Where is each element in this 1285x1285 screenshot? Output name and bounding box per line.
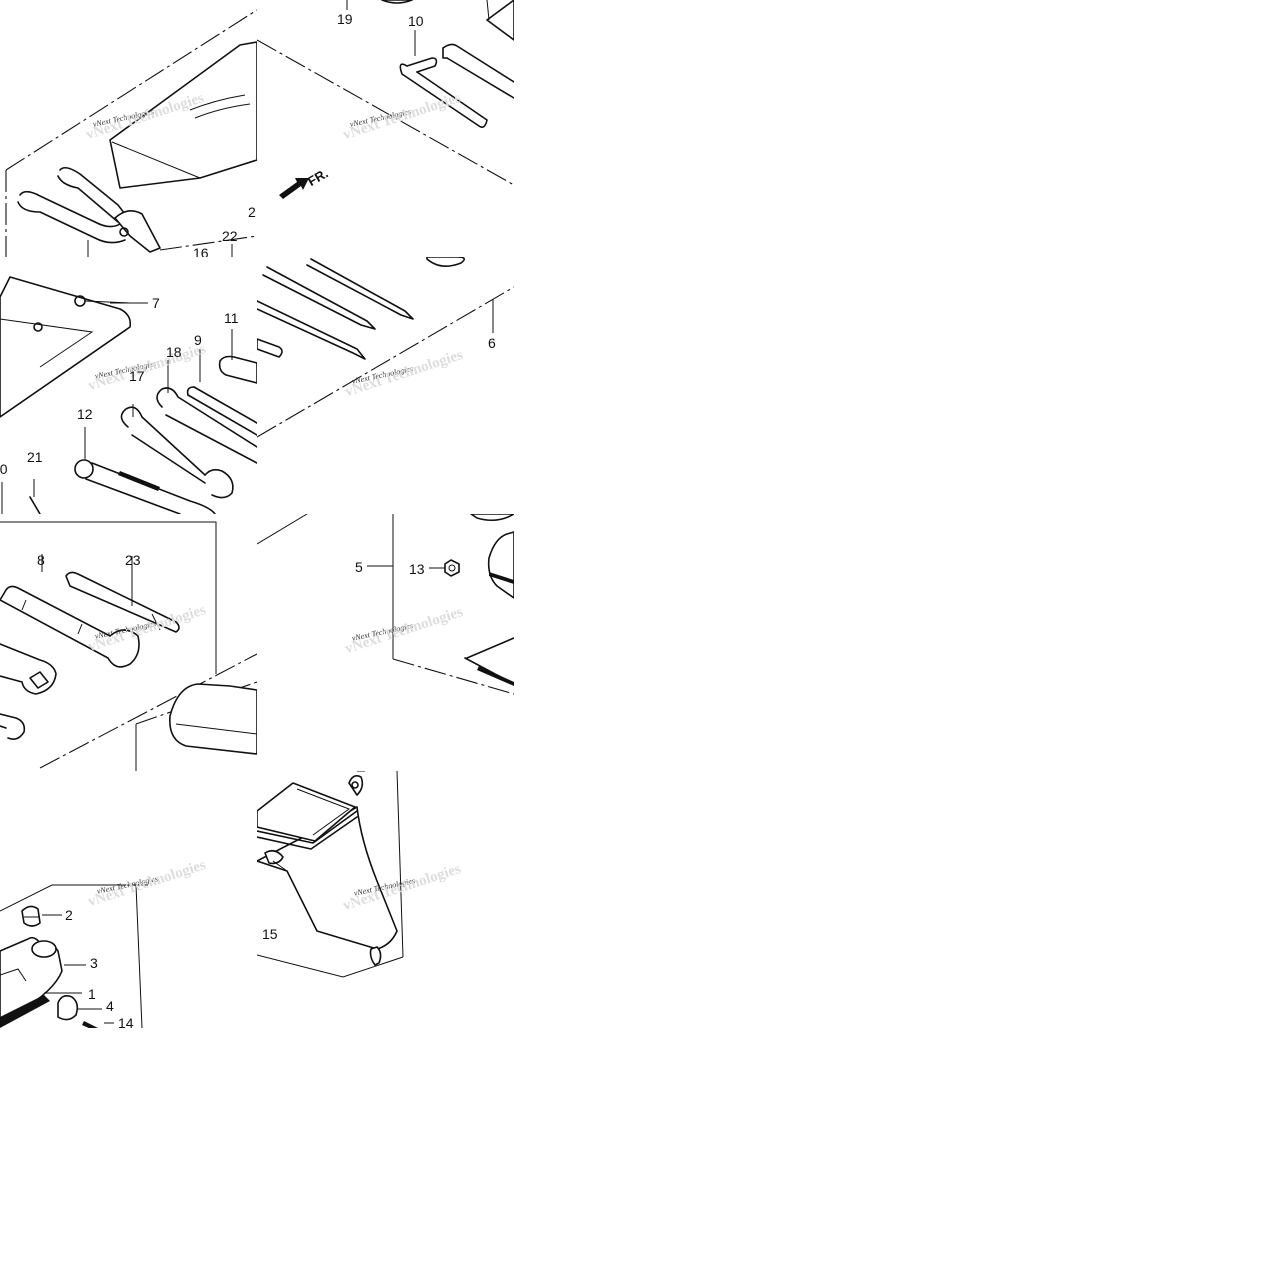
diagram-tile-storage-box: vNext Technologies vNext Technologies 15 [257,771,514,1028]
callout-2: 2 [65,907,73,923]
callout-3: 3 [90,955,98,971]
diagram-tile-wrenches: vNext Technologies vNext Technologies 7 … [0,257,257,514]
callout-8: 8 [37,552,45,568]
callout-4: 4 [106,998,114,1014]
callout-19: 19 [337,11,353,27]
callout-22: 22 [222,228,238,244]
callout-6: 6 [488,335,496,351]
screwdriver-drawing [257,257,514,438]
callout-17: 17 [129,368,145,384]
diagram-tile-box-wrench: vNext Technologies vNext Technologies 8 … [0,514,257,771]
callout-15: 15 [262,926,278,942]
callout-10: 10 [408,13,424,29]
box-wrench-drawing [0,521,257,771]
diagram-tile-nut-bracket: vNext Technologies vNext Technologies 5 … [257,514,514,771]
callout-9: 9 [194,332,202,348]
callout-21: 21 [27,449,43,465]
callout-2-top: 2 [248,204,256,220]
callout-16: 16 [193,245,209,257]
wrench-set-drawing [0,276,257,514]
callout-18: 18 [166,344,182,360]
pliers-and-pouch-drawing [5,9,257,257]
nut-and-bracket-drawing [257,514,514,695]
callout-23: 23 [125,552,141,568]
diagram-tile-screwdrivers: vNext Technologies vNext Technologies 6 [257,257,514,514]
callout-20: 20 [0,461,8,477]
callout-11: 11 [224,310,239,326]
callout-1: 1 [88,986,96,1002]
callout-7: 7 [152,295,160,311]
diagram-tile-tray: vNext Technologies vNext Technologies 2 … [0,771,257,1028]
diagram-tile-hex-key: vNext Technologies vNext Technologies 19… [257,0,514,257]
callout-12: 12 [77,406,93,422]
callout-5: 5 [355,559,363,575]
callout-13: 13 [409,561,425,577]
hex-key-drawing [257,0,514,199]
callout-14: 14 [118,1015,134,1028]
storage-box-drawing [257,771,404,978]
tray-and-cap-drawing [0,884,148,1028]
diagram-tile-pliers: vNext Technologies vNext Technologies 2 … [0,0,257,257]
